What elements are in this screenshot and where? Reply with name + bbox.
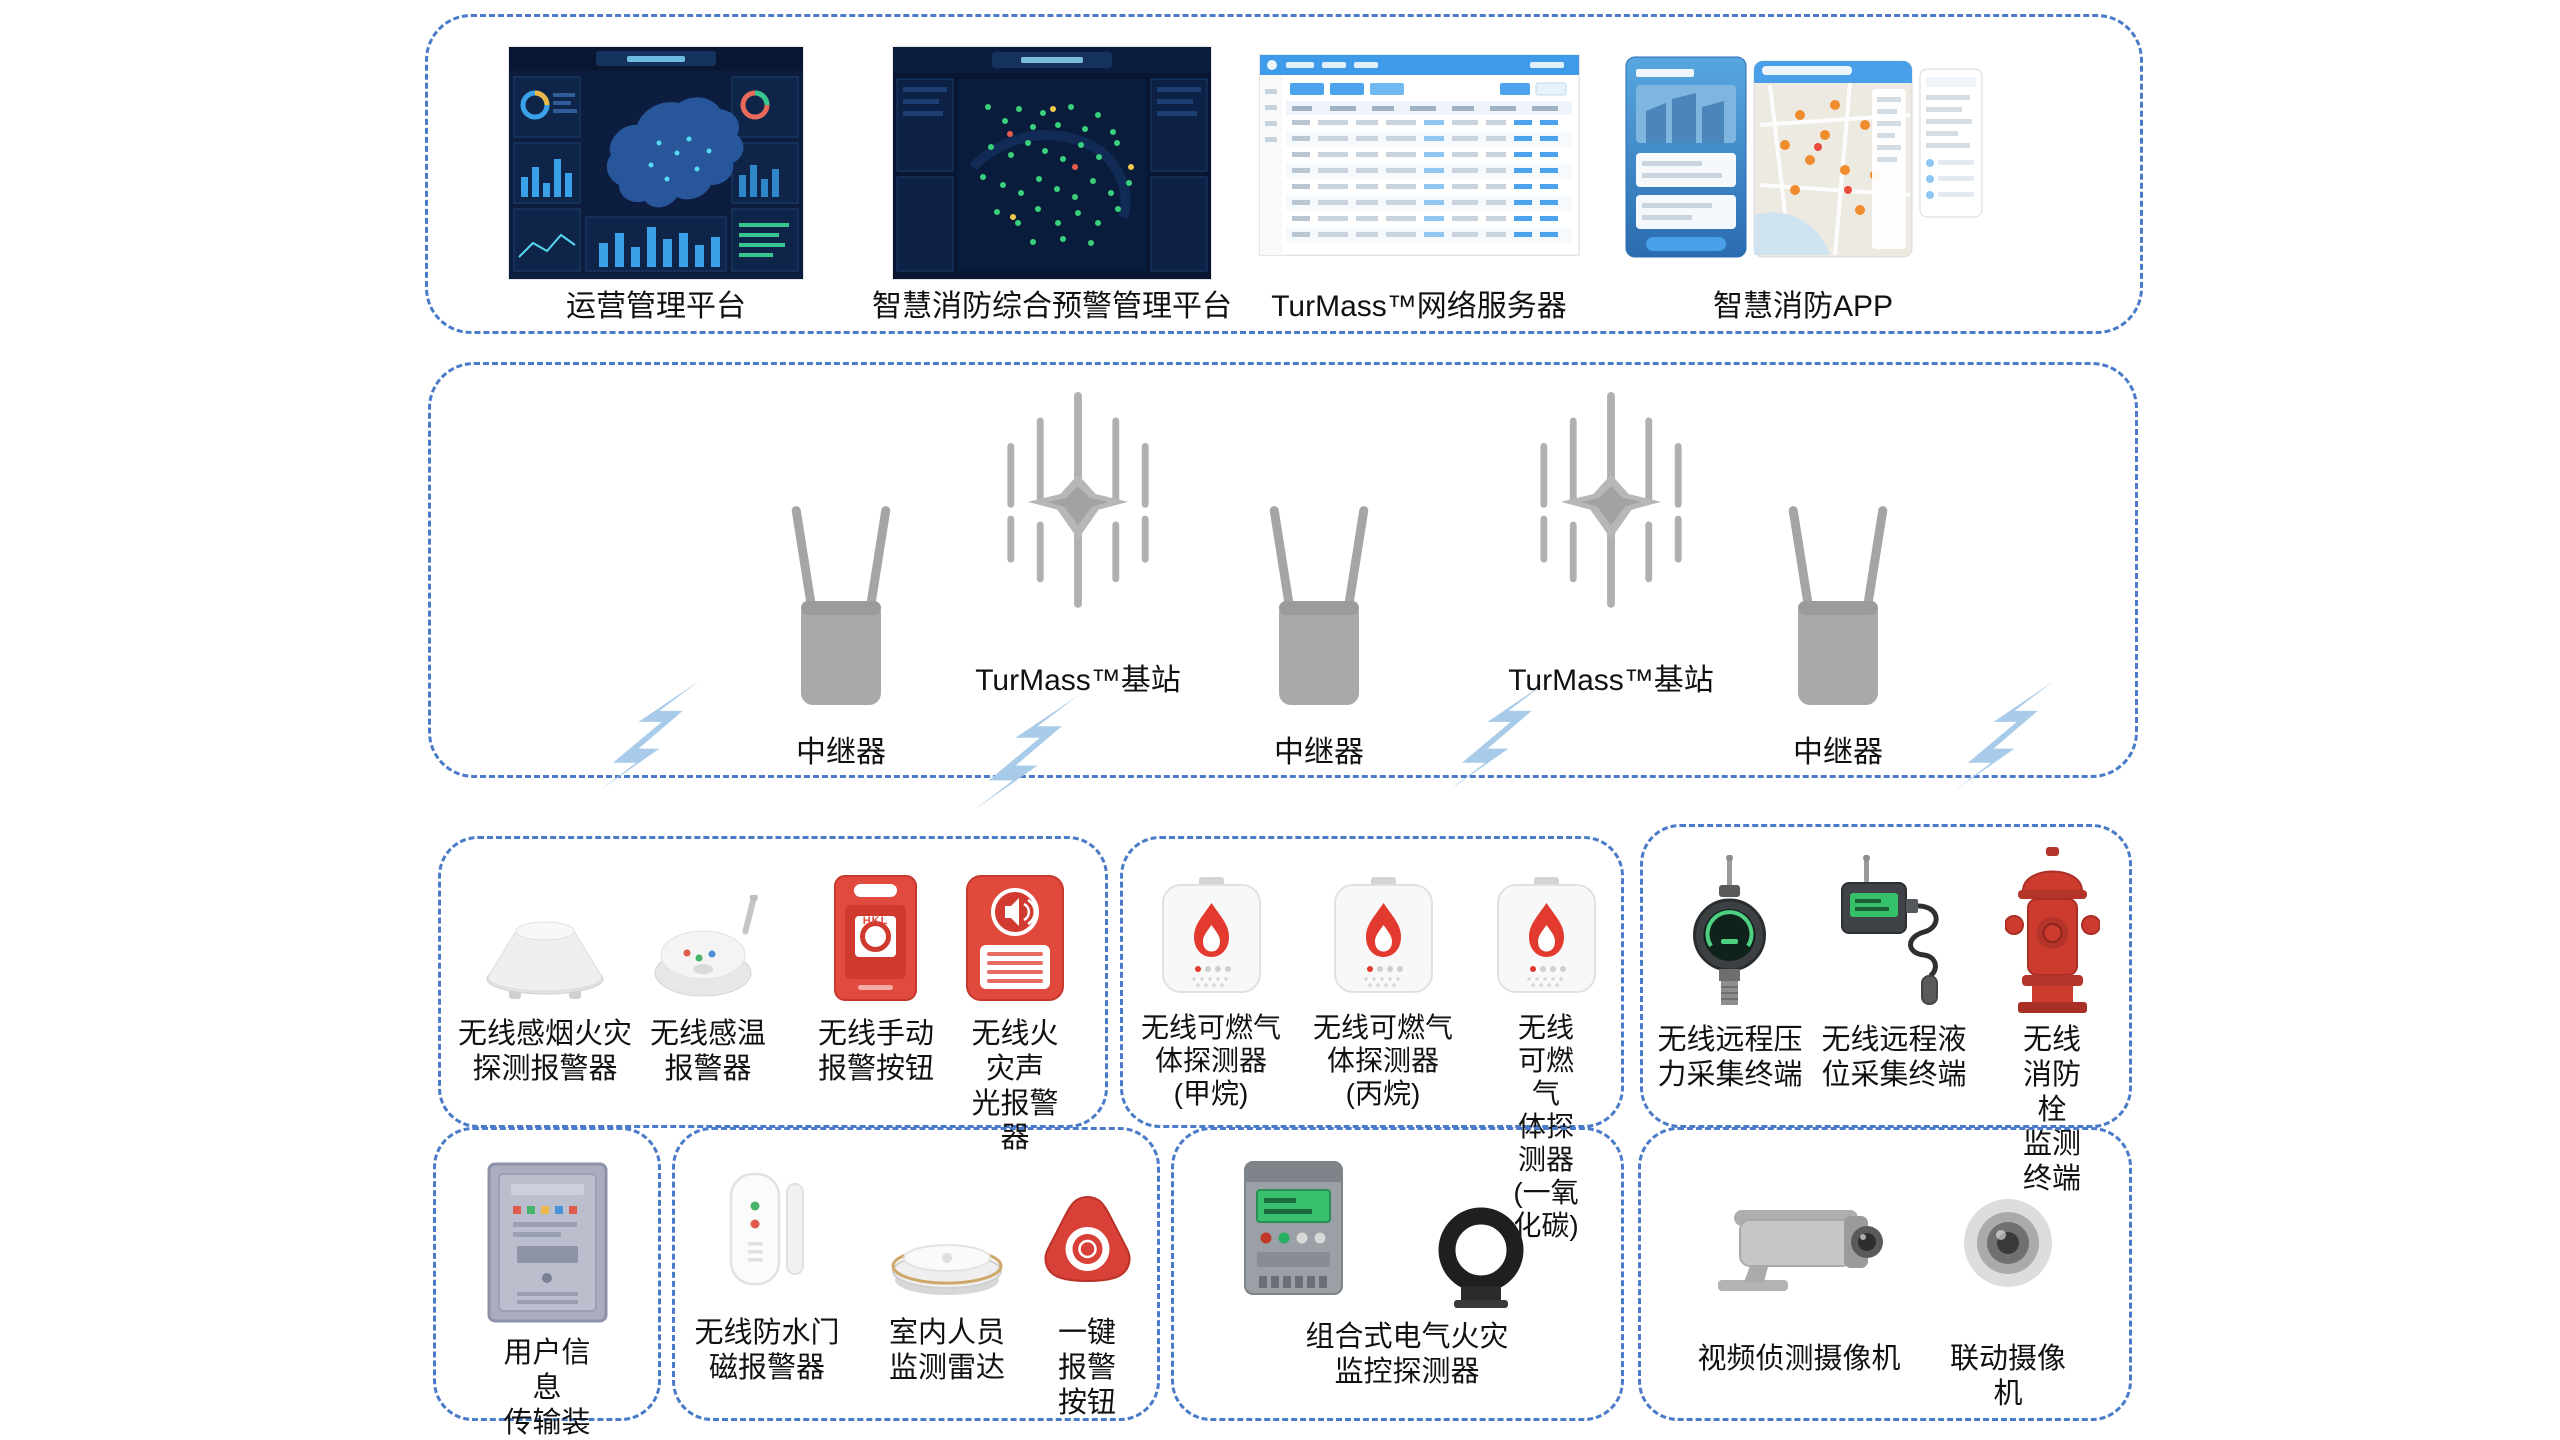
- indoor-device-group: 无线防水门 磁报警器 室内人员 监测雷达 一键报警 按钮: [672, 1127, 1160, 1421]
- bullet-camera-icon: [1704, 1188, 1894, 1308]
- fire-hydrant-icon: [2004, 847, 2101, 1022]
- door-magnet-alarm-label: 无线防水门 磁报警器: [694, 1317, 840, 1384]
- lightning-icon: [974, 695, 1079, 815]
- presence-radar-icon: [885, 1214, 1010, 1309]
- bullet-camera-label: 视频侦测摄像机: [1697, 1343, 1901, 1375]
- pressure-terminal-icon: [1673, 854, 1788, 1015]
- repeater-label: 中继器: [1793, 736, 1883, 769]
- electrical-fire-meter-icon: [1236, 1156, 1351, 1316]
- fire-alarm-group: HKL 无线感烟火灾 探测报警器 无线感温 报警器 无线手动 报警按钮 无线火灾…: [438, 836, 1108, 1154]
- pressure-terminal-label: 无线远程压 力采集终端: [1657, 1024, 1803, 1091]
- gas-detector-group: 无线可燃气 体探测器 (甲烷) 无线可燃气 体探测器 (丙烷) 无线可燃气 体探…: [1120, 836, 1624, 1241]
- electrical-fire-label: 组合式电气火灾 监控探测器: [1305, 1321, 1509, 1388]
- transmission-device-group: 用户信息 传输装置: [433, 1127, 661, 1439]
- gas-detector-co-label: 无线可燃气 体探测器 (一氧化碳): [1513, 1012, 1579, 1242]
- manual-call-point-label: 无线手动 报警按钮: [817, 1018, 935, 1085]
- manual-call-point-icon: HKL: [828, 871, 923, 1011]
- repeater-label: 中继器: [1274, 736, 1364, 769]
- transmission-cabinet-icon: [485, 1160, 610, 1330]
- lightning-icon: [1448, 681, 1548, 796]
- door-magnet-alarm-icon: [715, 1168, 820, 1308]
- manual-call-point-brand: HKL: [862, 915, 889, 927]
- dome-camera-label: 联动摄像机: [1949, 1343, 2066, 1410]
- network-server-screenshot: [1259, 54, 1580, 256]
- liquid-level-terminal-label: 无线远程液 位采集终端: [1821, 1024, 1967, 1091]
- dome-camera-icon: [1951, 1190, 2066, 1305]
- hydrant-monitor-group: 无线远程压 力采集终端 无线远程液 位采集终端 无线消防栓 监测终端: [1640, 824, 2132, 1195]
- panic-button-icon: [1040, 1192, 1135, 1307]
- smoke-detector-label: 无线感烟火灾 探测报警器: [457, 1018, 633, 1085]
- heat-detector-icon: [643, 893, 773, 1015]
- heat-detector-label: 无线感温 报警器: [649, 1018, 767, 1085]
- ops-platform-label: 运营管理平台: [566, 290, 746, 323]
- basestation-icon: [1516, 392, 1706, 652]
- basestation-label: TurMass™基站: [975, 664, 1181, 697]
- gas-detector-co-icon: [1489, 875, 1604, 1005]
- network-server-label: TurMass™网络服务器: [1271, 290, 1567, 323]
- fire-app-screenshot: [1620, 55, 1987, 265]
- basestation-label: TurMass™基站: [1508, 664, 1714, 697]
- repeater-label: 中继器: [796, 736, 886, 769]
- current-clamp-icon: [1424, 1202, 1539, 1317]
- camera-group: 视频侦测摄像机 联动摄像机: [1638, 1127, 2132, 1421]
- lightning-icon: [599, 681, 699, 796]
- warning-platform-label: 智慧消防综合预警管理平台: [872, 290, 1232, 323]
- liquid-level-terminal-icon: [1834, 854, 1954, 1015]
- gas-detector-methane-icon: [1154, 875, 1269, 1005]
- sound-light-alarm-icon: [960, 871, 1070, 1011]
- basestation-icon: [983, 392, 1173, 652]
- warning-platform-screenshot: [893, 47, 1211, 279]
- repeater-icon: [776, 497, 906, 722]
- presence-radar-label: 室内人员 监测雷达: [888, 1317, 1006, 1384]
- lightning-icon: [1954, 681, 2054, 796]
- gas-detector-propane-label: 无线可燃气 体探测器 (丙烷): [1312, 1012, 1454, 1110]
- ops-platform-screenshot: [509, 47, 803, 279]
- smoke-detector-icon: [475, 897, 615, 1017]
- gas-detector-methane-label: 无线可燃气 体探测器 (甲烷): [1140, 1012, 1282, 1110]
- repeater-icon: [1254, 497, 1384, 722]
- fire-app-label: 智慧消防APP: [1712, 290, 1894, 323]
- panic-button-label: 一键报警 按钮: [1057, 1317, 1116, 1419]
- gas-detector-propane-icon: [1326, 875, 1441, 1005]
- network-layer-section: TurMass™基站 TurMass™基站 中继器 中继器 中继器: [428, 362, 2138, 810]
- repeater-icon: [1773, 497, 1903, 722]
- fire-hydrant-label: 无线消防栓 监测终端: [2022, 1024, 2081, 1196]
- electrical-fire-group: 组合式电气火灾 监控探测器: [1171, 1127, 1624, 1421]
- transmission-cabinet-label: 用户信息 传输装置: [503, 1337, 591, 1439]
- platform-layer-section: 运营管理平台 智慧消防综合预警管理平台 TurMass™网络服务器 智慧消防AP…: [425, 14, 2143, 334]
